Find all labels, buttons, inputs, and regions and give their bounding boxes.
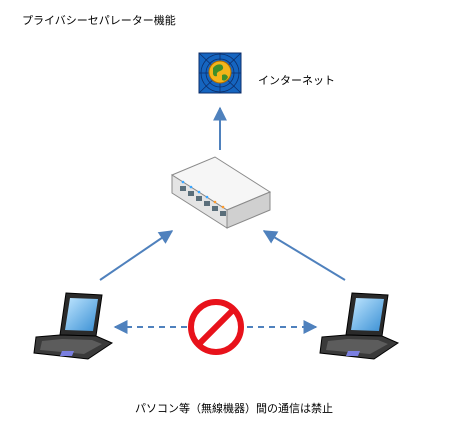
laptop-icon	[33, 292, 114, 360]
switching-hub-icon	[170, 156, 272, 229]
laptop-icon	[319, 292, 400, 360]
globe-icon	[198, 52, 242, 94]
arrow-right-laptop-to-hub	[262, 230, 346, 281]
caption: パソコン等（無線機器）間の通信は禁止	[135, 402, 333, 415]
arrow-left-laptop-to-hub	[99, 230, 174, 281]
internet-label: インターネット	[258, 74, 335, 87]
prohibited-icon	[188, 299, 244, 355]
page-title: プライバシーセパレーター機能	[22, 14, 176, 27]
